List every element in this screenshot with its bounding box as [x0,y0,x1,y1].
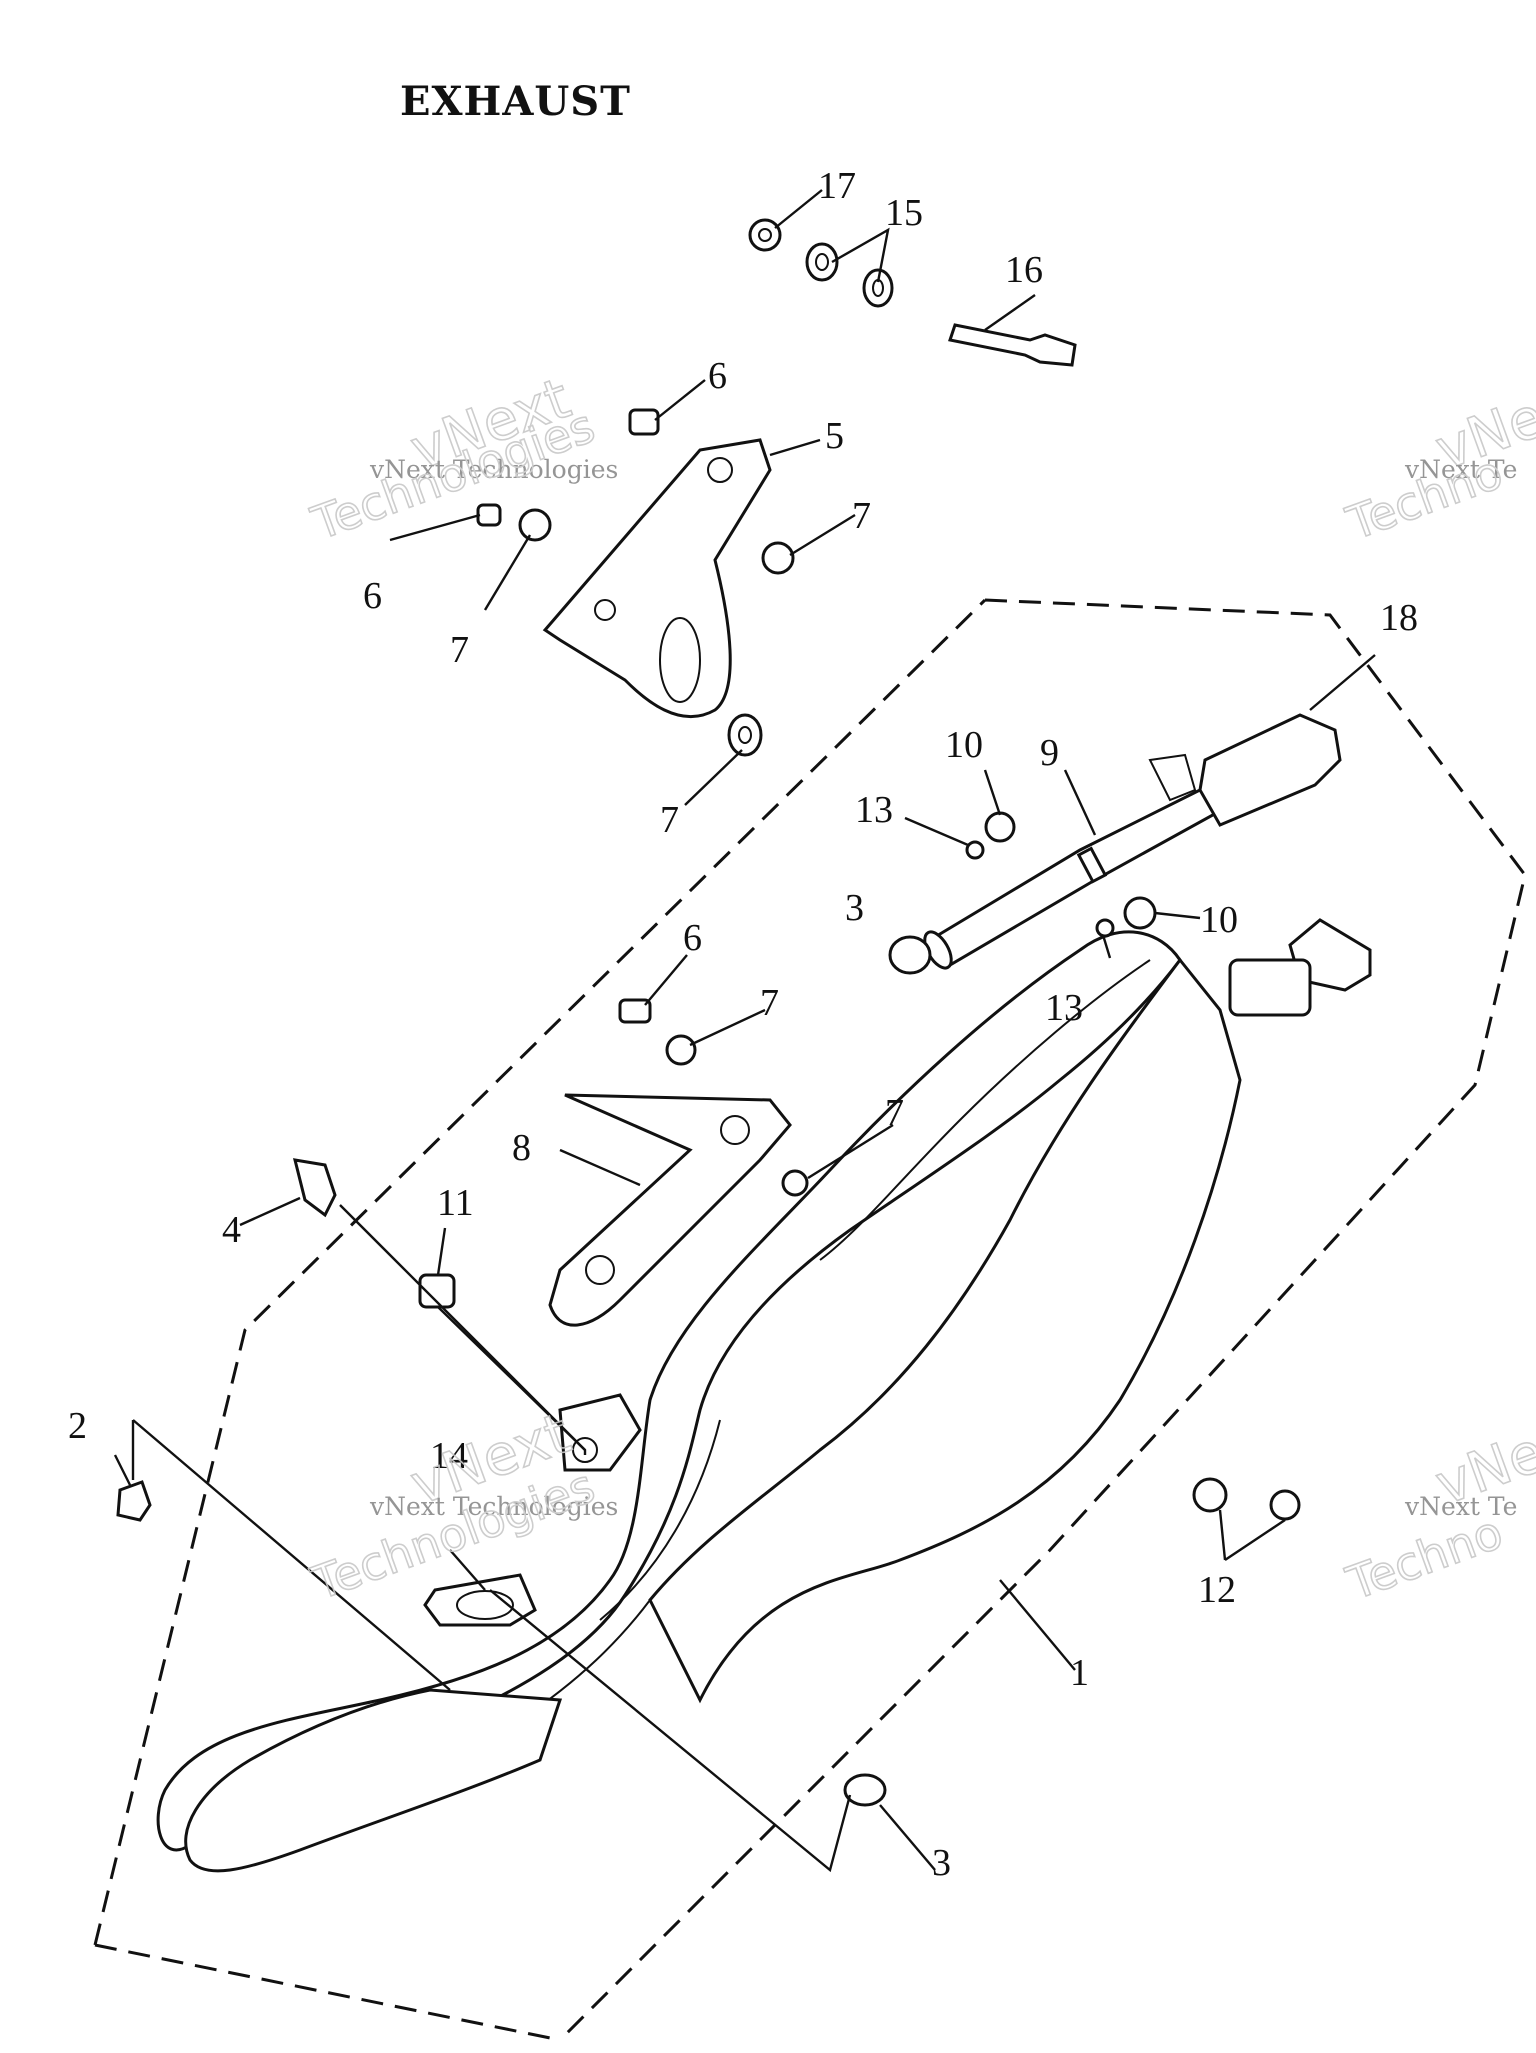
callout-16: 16 [1005,249,1043,291]
nut-10 [984,811,1016,843]
plate-hole [594,599,616,621]
bolt-6 [628,408,660,436]
washer-15b [862,268,894,308]
callout-13-right: 13 [1045,987,1083,1029]
washer-7 [518,508,552,542]
callout-6-mid: 6 [683,917,702,959]
bracket-hole [585,1255,615,1285]
callout-10-top: 10 [945,724,983,766]
watermark-right-bottom: vNe vNext Te Techno [1339,1419,1536,1612]
callout-9: 9 [1040,732,1059,774]
bolt-12b [1269,1489,1301,1521]
callout-13-top: 13 [855,789,893,831]
callout-15: 15 [885,192,923,234]
washer-7e [781,1169,809,1197]
watermark-center-top: vNext vNext Technologies Technologies [304,365,619,551]
watermark-text: vNext Technologies [369,455,618,484]
leader-lines [113,189,1376,1873]
bolt-6c [618,998,652,1024]
callout-14: 14 [430,1435,468,1477]
callout-7-mid2: 7 [885,1092,904,1134]
plate-hole [707,457,733,483]
bolt-12 [1192,1477,1228,1513]
callout-6-left: 6 [363,575,382,617]
callout-17: 17 [818,165,856,207]
exhaust-pipe [156,918,1372,1852]
callout-7-left: 7 [450,629,469,671]
assembly-boundary [93,598,1527,2042]
washer-3 [888,935,932,975]
callout-6-top: 6 [708,355,727,397]
header-pipe [184,1573,563,1873]
plate-slot [659,617,701,703]
callout-11: 11 [437,1182,474,1224]
nut-10b [1123,896,1157,930]
callout-3-bottom: 3 [932,1842,951,1884]
callout-3-top: 3 [845,887,864,929]
washer-7d [665,1034,697,1066]
bolt-4 [292,1158,337,1218]
mounting-plate [542,438,772,718]
watermark-text: vNext Technologies [369,1492,618,1521]
callout-2: 2 [68,1405,87,1447]
watermark-right-top: vNe vNext Te Techno [1339,384,1536,552]
callout-7-mid: 7 [760,982,779,1024]
watermark-text: vNext Te [1404,455,1517,484]
callout-5: 5 [825,415,844,457]
bolt-16 [948,323,1077,367]
callout-1: 1 [1070,1652,1089,1694]
bolt-6b [476,503,502,527]
nut-17 [748,218,782,252]
callout-numbers: 17 15 16 6 5 6 7 7 7 18 10 9 13 3 10 13 … [68,165,1418,1884]
assembly-boundary-left [94,1943,561,2042]
callout-7-right: 7 [852,495,871,537]
bolt-2 [116,1480,152,1522]
washer-3b [843,1773,887,1807]
callout-18: 18 [1380,597,1418,639]
hardware [116,218,1301,1807]
tail-pipe [923,713,1342,970]
grommet-11 [418,1273,456,1309]
bracket-hole [720,1115,750,1145]
callout-10-right: 10 [1200,899,1238,941]
callout-8: 8 [512,1127,531,1169]
washer-13b [1095,918,1115,938]
washer-15 [805,242,839,282]
callout-4: 4 [222,1209,241,1251]
washer-13 [965,840,985,860]
callout-7-bottom: 7 [660,799,679,841]
washer-7c [727,713,763,757]
callout-12: 12 [1198,1569,1236,1611]
watermark-text: vNext Te [1404,1492,1517,1521]
washer-7b [761,541,795,575]
heat-shield-bracket [548,1093,792,1327]
diagram-title: EXHAUST [400,78,631,125]
